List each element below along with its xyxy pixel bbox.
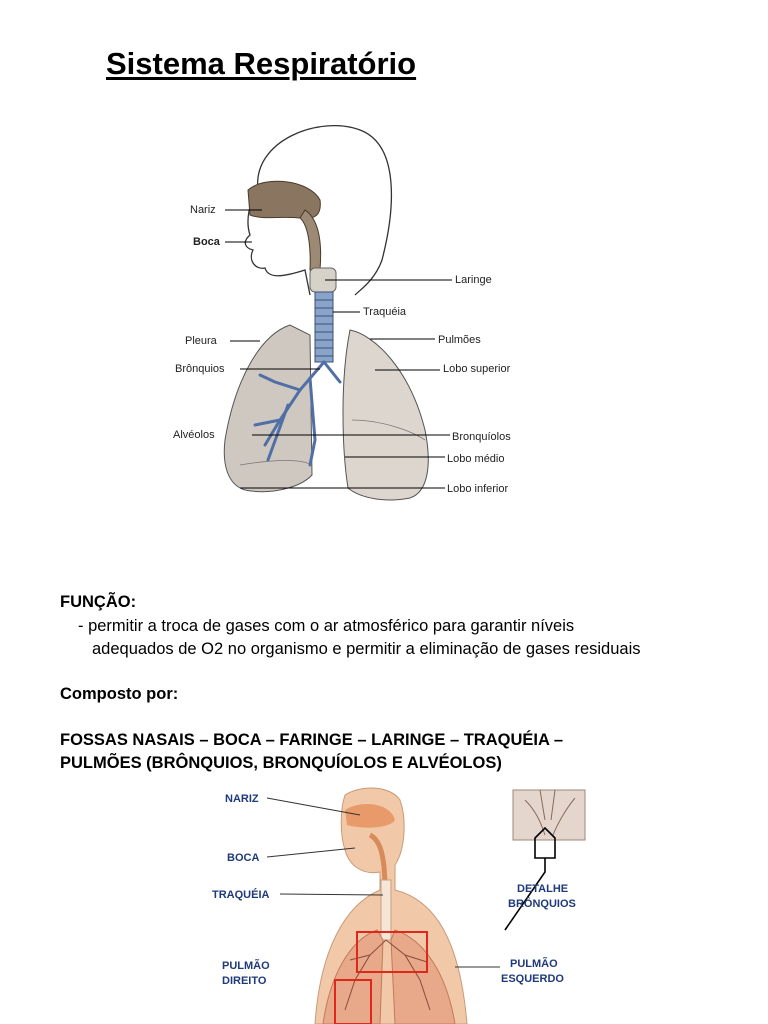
respiratory-color-diagram: NARIZ BOCA TRAQUÉIA PULMÃO DIREITO PULMÃ… [212,787,586,1024]
label-boca: BOCA [227,852,259,864]
highlight-box-lower [334,979,372,1024]
highlight-box-bronchi [356,931,428,973]
label-nariz: Nariz [190,204,216,216]
label-bronquios: Brônquios [175,363,225,375]
funcao-heading: FUNÇÃO: [60,593,137,611]
label-alveolos: Alvéolos [173,429,215,441]
label-boca: Boca [193,236,221,248]
label-pulmao-direito-2: DIREITO [222,975,267,987]
trachea [314,291,334,363]
page-title: Sistema Respiratório [106,46,417,81]
nasal-cavity [247,180,321,219]
funcao-text-line2: adequados de O2 no organismo e permitir … [92,640,641,658]
label-pulmao-direito-1: PULMÃO [222,959,270,972]
funcao-text-line1: - permitir a troca de gases com o ar atm… [78,617,575,635]
label-pulmoes: Pulmões [438,334,481,346]
head-outline [244,125,392,296]
label-lobo-medio: Lobo médio [447,453,505,465]
label-laringe: Laringe [455,274,492,286]
label-detalhe-2: BRÔNQUIOS [508,897,576,910]
label-bronquiolos: Bronquíolos [452,431,511,443]
detail-callout-shape [504,826,556,931]
composto-heading: Composto por: [60,685,179,703]
label-traqueia: Traquéia [363,306,407,318]
right-lung [322,929,384,1024]
label-traqueia: TRAQUÉIA [212,888,270,901]
label-detalhe-1: DETALHE [517,883,568,895]
respiratory-diagram: Nariz Boca Laringe Traquéia Pleura Pulmõ… [173,125,511,501]
nasal-cavity [345,804,395,828]
composto-list-line2: PULMÕES (BRÔNQUIOS, BRONQUÍOLOS E ALVÉOL… [60,754,502,772]
label-pleura: Pleura [185,335,218,347]
label-pulmao-esquerdo-2: ESQUERDO [501,973,564,985]
left-lung [342,329,429,501]
label-lobo-inferior: Lobo inferior [447,483,508,495]
label-nariz: NARIZ [225,793,259,805]
right-lung [223,324,313,493]
composto-list-line1: FOSSAS NASAIS – BOCA – FARINGE – LARINGE… [60,731,564,749]
bronchial-tree [253,360,342,467]
label-lobo-superior: Lobo superior [443,363,511,375]
pharynx [299,209,322,271]
left-lung [390,929,456,1024]
label-pulmao-esquerdo-1: PULMÃO [510,957,558,970]
